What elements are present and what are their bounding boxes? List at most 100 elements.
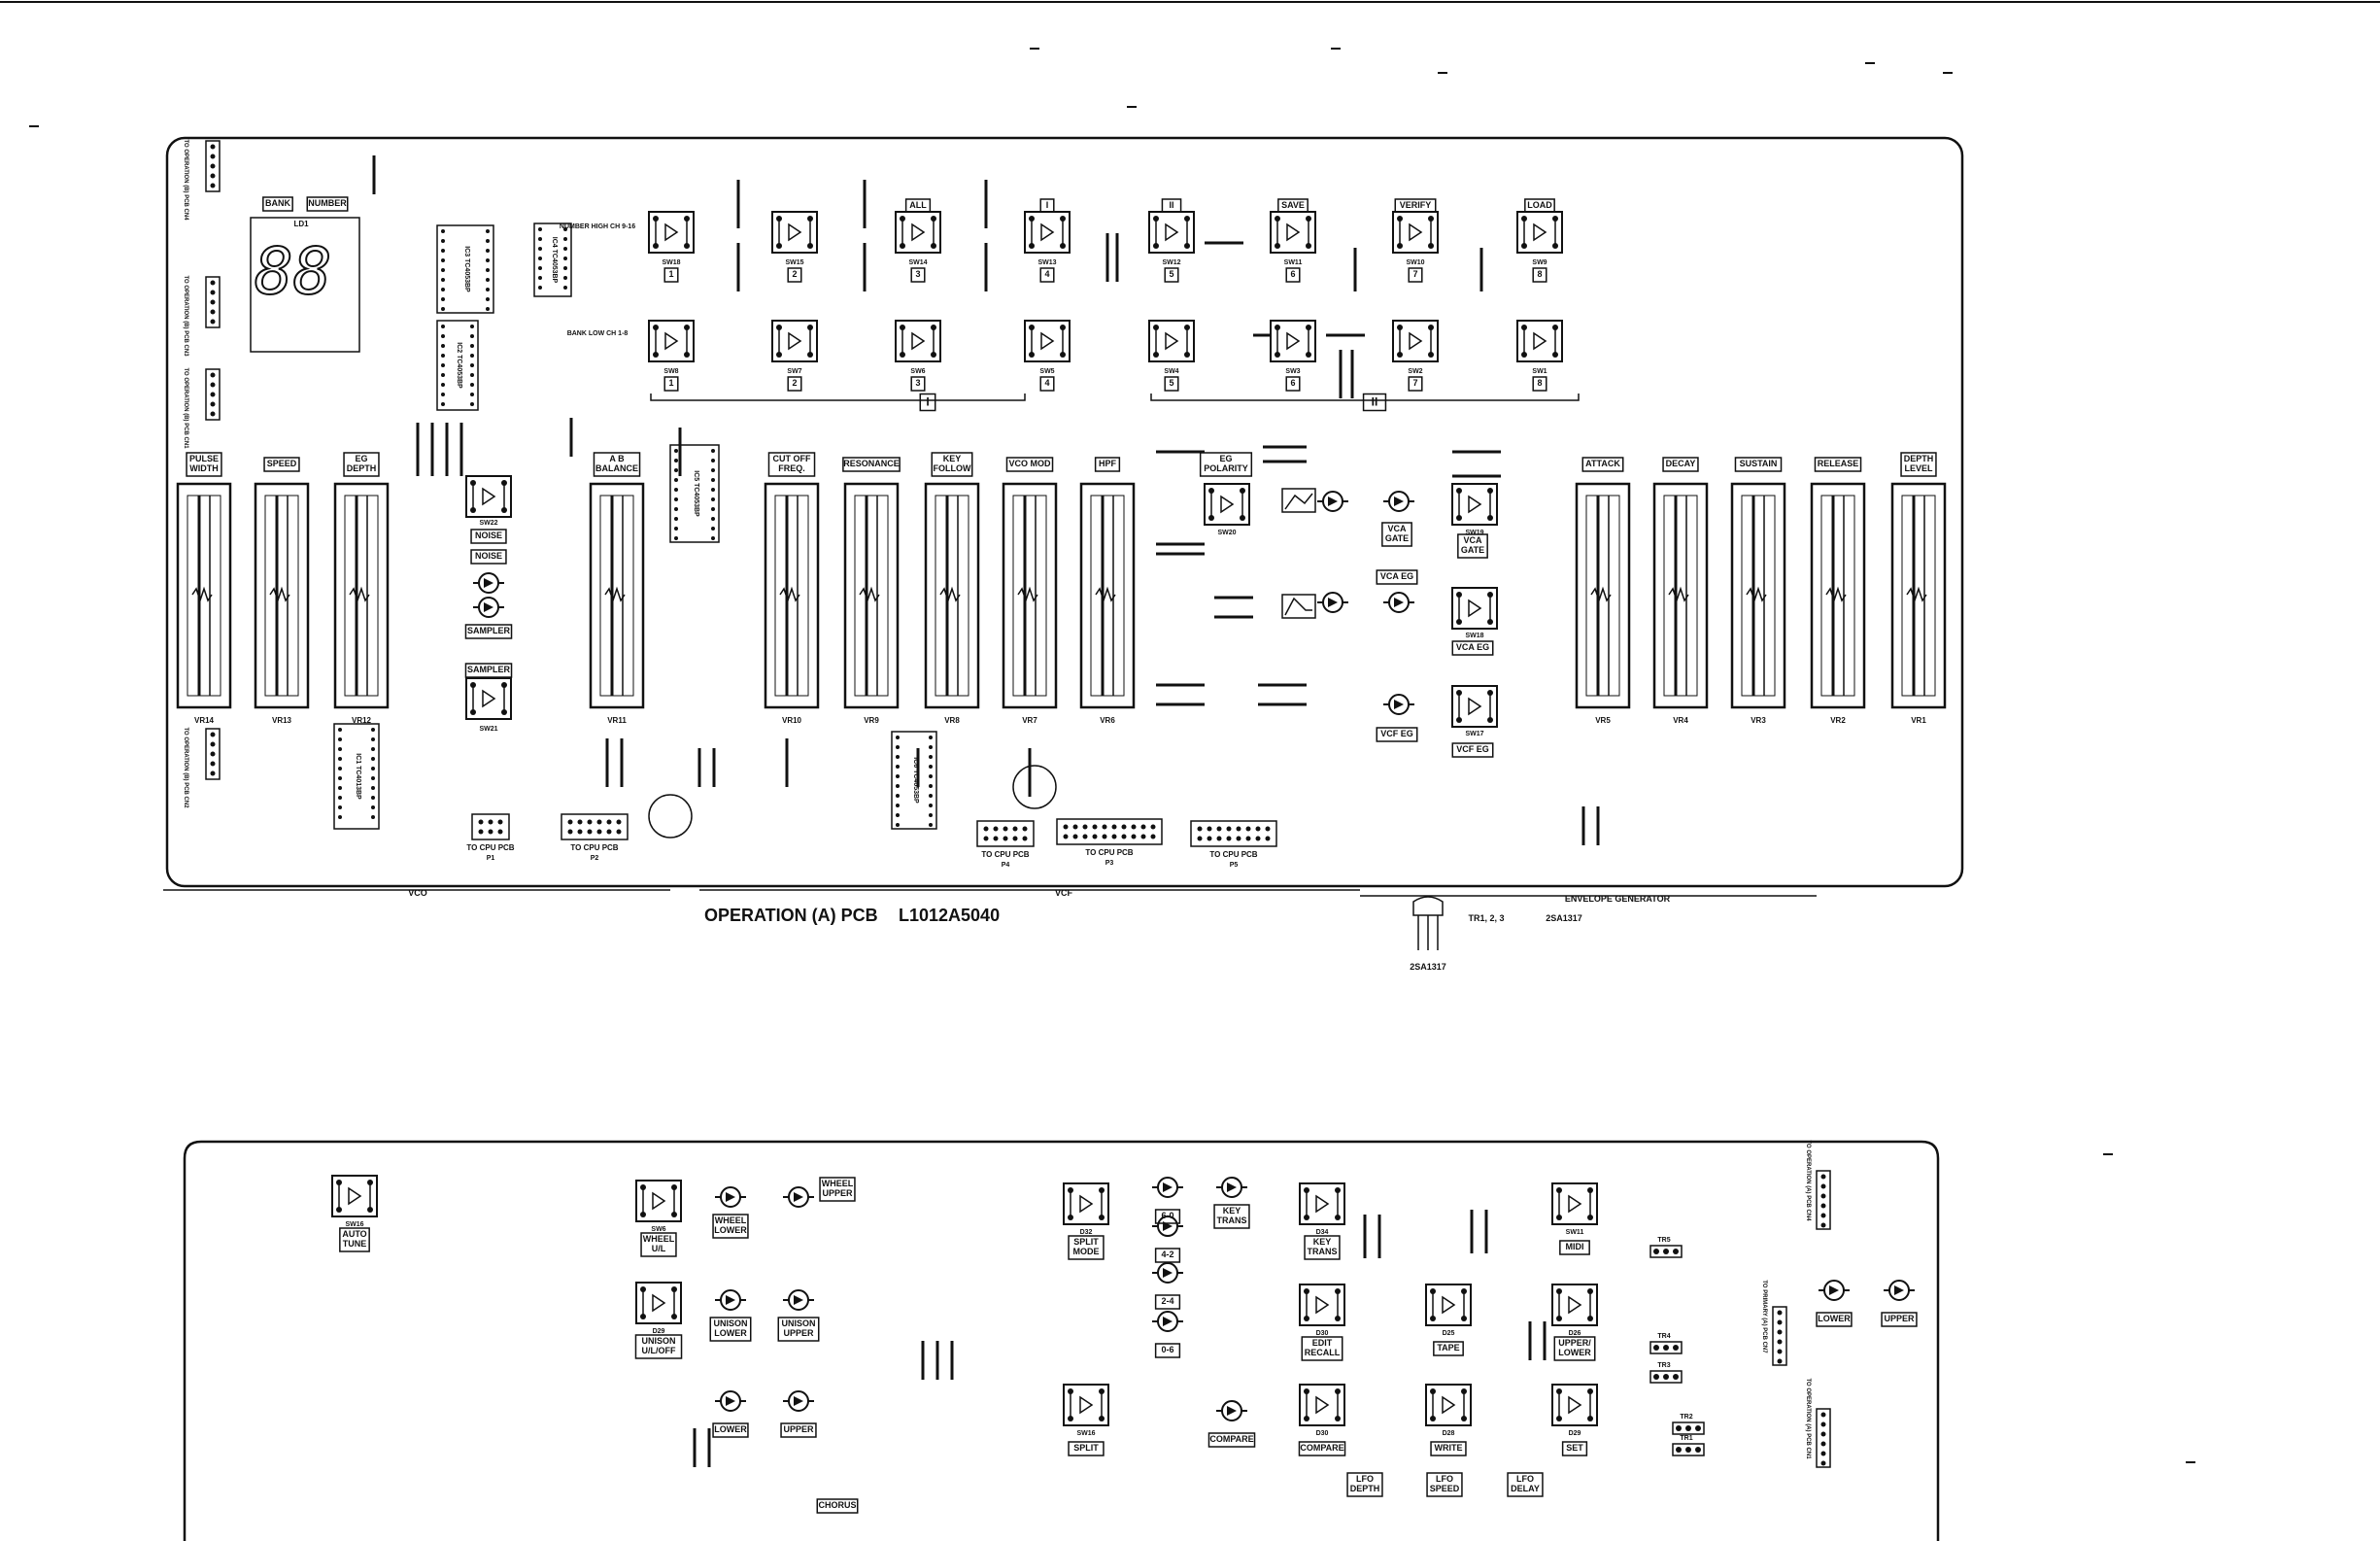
b-led-label-text: TRANS	[1217, 1216, 1247, 1225]
b-switch-label: SET	[1561, 1441, 1588, 1456]
vca-gate-switch[interactable]	[1451, 483, 1498, 526]
connector-ref: P1	[487, 855, 495, 862]
b-led-9	[1152, 1311, 1183, 1332]
number-switch-5[interactable]	[1148, 211, 1195, 254]
b-switch-2[interactable]	[1063, 1182, 1109, 1225]
bank-switch-7[interactable]	[1392, 320, 1439, 362]
ic-3: IC3 TC4053BP	[436, 224, 494, 314]
b-switch-12[interactable]	[1551, 1384, 1598, 1426]
chorus-label: CHORUS	[816, 1498, 859, 1514]
switch-ref-top: SW15	[785, 259, 803, 266]
ic-5: IC5 TC4053BP	[669, 444, 720, 543]
slider-ref: VR1	[1911, 716, 1926, 725]
b-switch-label-text: UPPER/	[1558, 1338, 1591, 1348]
b-switch-10[interactable]	[1299, 1384, 1345, 1426]
slider-label: DECAY	[1662, 457, 1699, 472]
number-switch-1[interactable]	[648, 211, 695, 254]
bank-switch-6[interactable]	[1270, 320, 1316, 362]
bank-switch-2[interactable]	[771, 320, 818, 362]
b-switch-1[interactable]	[635, 1180, 682, 1222]
noise-ref: SW22	[479, 520, 497, 527]
b-tr-label: TR4	[1657, 1333, 1670, 1340]
b-switch-8[interactable]	[1551, 1284, 1598, 1326]
eg-polarity-ref: SW20	[1217, 530, 1236, 536]
transistor-caption: 2SA1317	[1410, 962, 1446, 972]
switch-number-top: 7	[1408, 267, 1423, 283]
b-led-label: COMPARE	[1207, 1432, 1256, 1448]
sampler-switch[interactable]	[465, 677, 512, 720]
transistor-icon	[1672, 1421, 1705, 1435]
number-switch-3[interactable]	[895, 211, 941, 254]
b-side-pins-0	[1816, 1170, 1831, 1230]
tact-switch-icon	[1286, 223, 1301, 242]
group-mark-1-text: I	[926, 395, 929, 409]
bank-switch-5[interactable]	[1148, 320, 1195, 362]
b-switch-label-text: SET	[1566, 1443, 1583, 1453]
switch-number-bottom: 8	[1532, 376, 1547, 392]
lfo-speed-label-text: SPEED	[1430, 1484, 1460, 1493]
transistor-type: 2SA1317	[1546, 913, 1582, 923]
b-switch-label: UPPER/LOWER	[1553, 1336, 1596, 1361]
b-led-label: 4-2	[1154, 1248, 1181, 1263]
bank-switch-4[interactable]	[1024, 320, 1071, 362]
b-switch-9[interactable]	[1063, 1384, 1109, 1426]
side-connector-a-0: TO OPERATION (B) PCB CN4	[183, 139, 188, 221]
b-led-label-text: WHEEL	[822, 1179, 854, 1188]
b-switch-0[interactable]	[331, 1175, 378, 1217]
b-tr-label: TR2	[1680, 1414, 1692, 1421]
noise-led	[473, 572, 504, 594]
switch-number-bottom: 1	[663, 376, 679, 392]
b-led-1	[783, 1186, 814, 1208]
bank-switch-1[interactable]	[648, 320, 695, 362]
b-switch-6[interactable]	[1299, 1284, 1345, 1326]
number-switch-8[interactable]	[1516, 211, 1563, 254]
tact-switch-icon	[788, 331, 802, 351]
eg-polarity-switch[interactable]	[1204, 483, 1250, 526]
number-switch-6[interactable]	[1270, 211, 1316, 254]
b-switch-11[interactable]	[1425, 1384, 1472, 1426]
switch-number-bottom-text: 4	[1044, 378, 1049, 388]
vca-eg-switch[interactable]	[1451, 587, 1498, 630]
vca-gate-label-2-text: VCA	[1463, 535, 1482, 545]
top-label-7-text: LOAD	[1527, 200, 1552, 210]
b-switch-7[interactable]	[1425, 1284, 1472, 1326]
b-switch-5[interactable]	[635, 1282, 682, 1324]
b-switch-3[interactable]	[1299, 1182, 1345, 1225]
ic-label: IC1 TC4013BP	[355, 753, 361, 800]
led-label-number-text: NUMBER	[308, 198, 347, 208]
number-switch-7[interactable]	[1392, 211, 1439, 254]
led-label-number: NUMBER	[306, 196, 349, 212]
slider-pot-icon	[1906, 586, 1927, 603]
top-label-5-text: SAVE	[1281, 200, 1305, 210]
number-switch-2[interactable]	[771, 211, 818, 254]
number-switch-4[interactable]	[1024, 211, 1071, 254]
vca-gate-label-2-text: GATE	[1461, 545, 1484, 555]
bank-switch-3[interactable]	[895, 320, 941, 362]
vcf-eg-switch[interactable]	[1451, 685, 1498, 728]
switch-number-bottom: 6	[1285, 376, 1301, 392]
noise-switch[interactable]	[465, 475, 512, 518]
led-label-bank-text: BANK	[265, 198, 290, 208]
b-switch-4[interactable]	[1551, 1182, 1598, 1225]
bank-switch-8[interactable]	[1516, 320, 1563, 362]
